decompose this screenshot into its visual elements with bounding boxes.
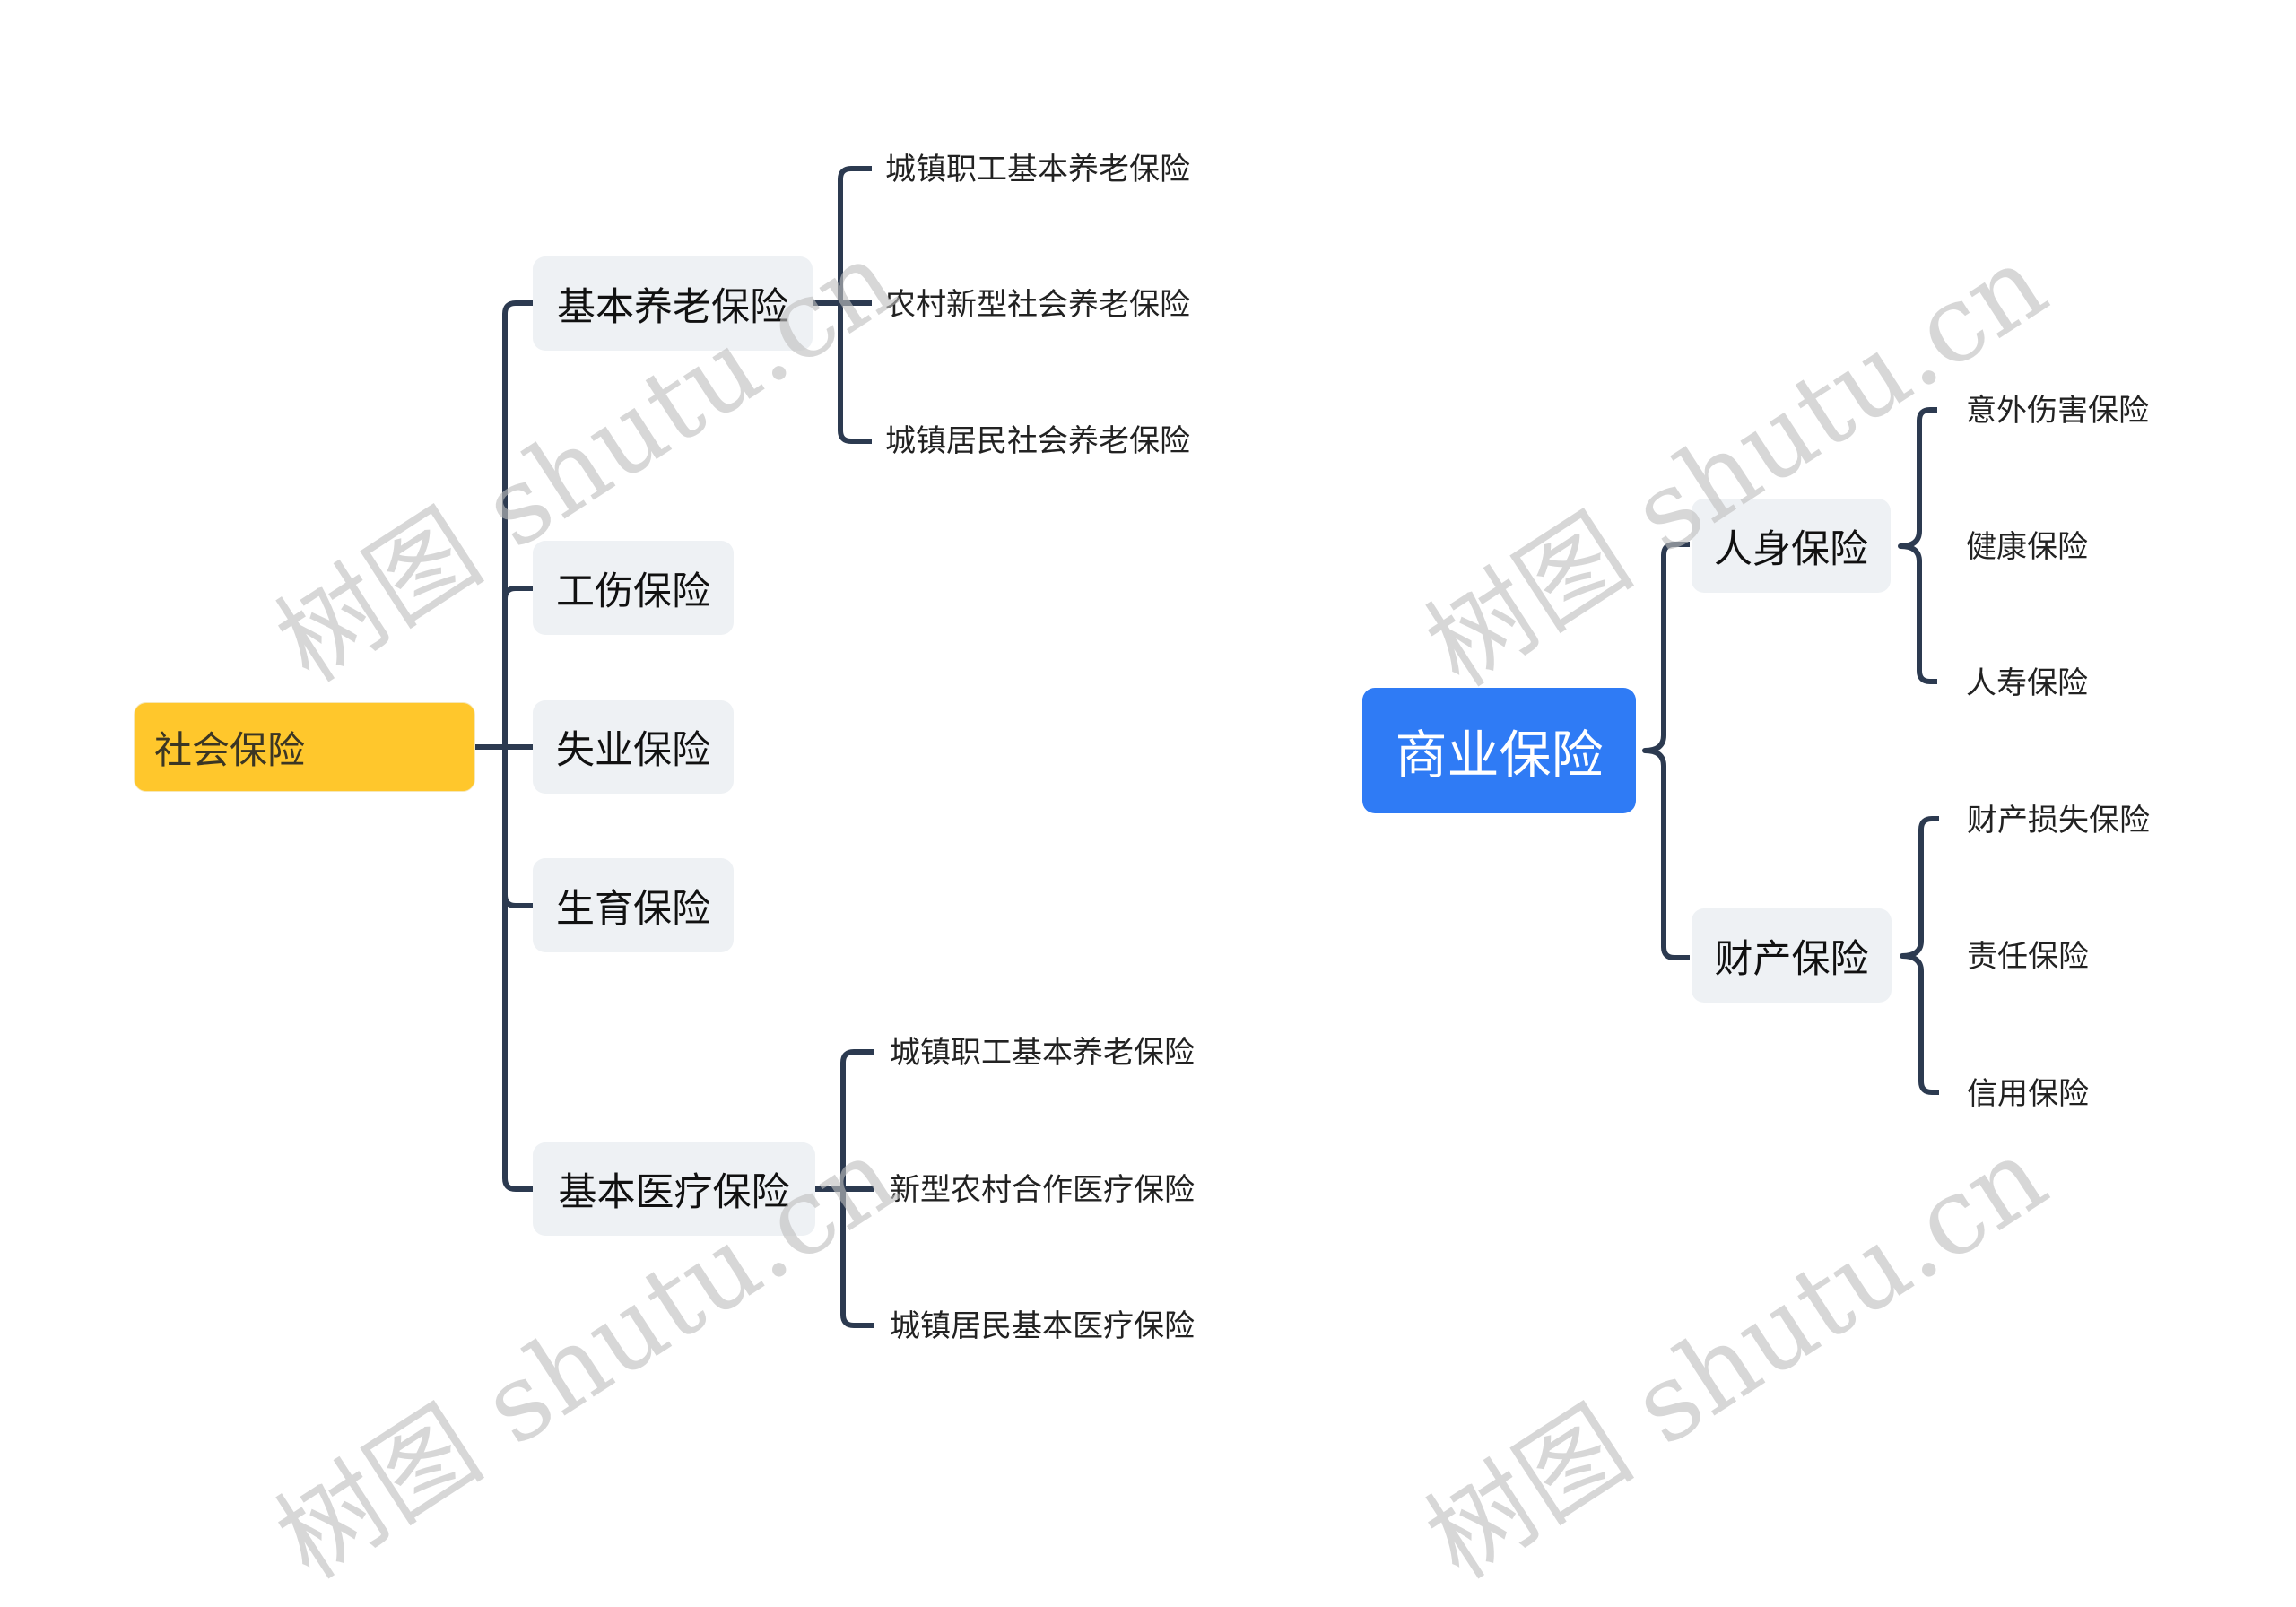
node-label: 基本医疗保险 [558,1170,790,1215]
leaf-node[interactable]: 农村新型社会养老保险 [885,287,1190,323]
connector-brace-commercial [1642,542,1690,960]
connector-brace-personal [1898,407,1937,684]
root-node-label: 商业保险 [1395,725,1604,786]
node-label: 失业保险 [556,728,710,773]
leaf-node[interactable]: 城镇职工基本养老保险 [890,1035,1195,1071]
leaf-node[interactable]: 城镇居民基本医疗保险 [890,1308,1195,1344]
leaf-node[interactable]: 财产损失保险 [1967,803,2150,838]
root-node-label: 社会保险 [154,727,306,772]
leaf-node[interactable]: 人寿保险 [1966,665,2088,701]
node-label: 工伤保险 [556,569,710,614]
connector-branch-shengyu [502,894,533,908]
leaf-node[interactable]: 信用保险 [1967,1076,2089,1112]
connector-medical-bracket [840,1049,874,1328]
connector-brace-property [1900,816,1939,1095]
node-label: 财产保险 [1714,936,1869,982]
leaf-node[interactable]: 新型农村合作医疗保险 [890,1172,1195,1208]
node-maternity[interactable]: 生育保险 [533,858,734,952]
root-node-commercial-insurance[interactable]: 商业保险 [1362,688,1636,813]
node-basic-medical[interactable]: 基本医疗保险 [533,1142,815,1236]
node-work-injury[interactable]: 工伤保险 [533,541,734,635]
node-basic-pension[interactable]: 基本养老保险 [533,256,813,351]
connector-lines [475,166,1939,1328]
node-label: 人身保险 [1714,526,1868,572]
node-label: 基本养老保险 [557,284,788,330]
node-property-insurance[interactable]: 财产保险 [1692,908,1892,1003]
leaf-node[interactable]: 健康保险 [1966,529,2088,565]
leaf-node[interactable]: 城镇职工基本养老保险 [885,152,1190,187]
connector-trunk-social [502,300,533,1192]
node-unemployment[interactable]: 失业保险 [533,700,734,794]
leaf-node[interactable]: 责任保险 [1967,939,2089,975]
mind-map-canvas: 社会保险 基本养老保险 工伤保险 失业保险 生育保险 基本医疗保险 城镇职工基本… [134,152,2150,1603]
leaf-node[interactable]: 意外伤害保险 [1966,393,2149,429]
node-personal-insurance[interactable]: 人身保险 [1692,499,1891,593]
connector-branch-gongshang [502,586,533,600]
node-label: 生育保险 [556,886,710,932]
connector-pension-bracket [838,166,872,444]
leaf-node[interactable]: 城镇居民社会养老保险 [885,423,1190,459]
root-node-social-insurance[interactable]: 社会保险 [134,702,475,792]
